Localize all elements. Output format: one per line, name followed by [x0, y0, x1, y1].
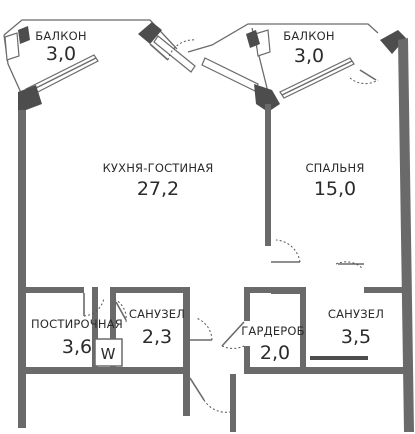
balcony-right-area: 3,0 [294, 45, 324, 67]
bedroom-area: 15,0 [314, 178, 356, 200]
wardrobe-name: ГАРДЕРОБ [241, 324, 305, 338]
walls [18, 22, 414, 432]
windows [4, 29, 355, 99]
doors [83, 39, 379, 413]
balcony-right-name: БАЛКОН [283, 29, 334, 43]
washing-machine-marker: W [101, 345, 116, 363]
bathroom-2-name: САНУЗЕЛ [328, 307, 384, 321]
kitchen-area: 27,2 [137, 178, 179, 200]
kitchen-name: КУХНЯ-ГОСТИНАЯ [103, 161, 214, 175]
wardrobe-area: 2,0 [260, 342, 290, 364]
bedroom-name: СПАЛЬНЯ [305, 161, 364, 175]
balcony-left-name: БАЛКОН [35, 29, 86, 43]
bathroom-2-area: 3,5 [341, 326, 371, 348]
laundry-area: 3,6 [62, 336, 92, 358]
balcony-left-area: 3,0 [46, 43, 76, 65]
laundry-name: ПОСТИРОЧНАЯ [31, 317, 123, 331]
bathroom-1-name: САНУЗЕЛ [129, 307, 185, 321]
bathroom-1-area: 2,3 [142, 326, 172, 348]
room-labels: БАЛКОН 3,0 БАЛКОН 3,0 КУХНЯ-ГОСТИНАЯ 27,… [31, 29, 384, 364]
